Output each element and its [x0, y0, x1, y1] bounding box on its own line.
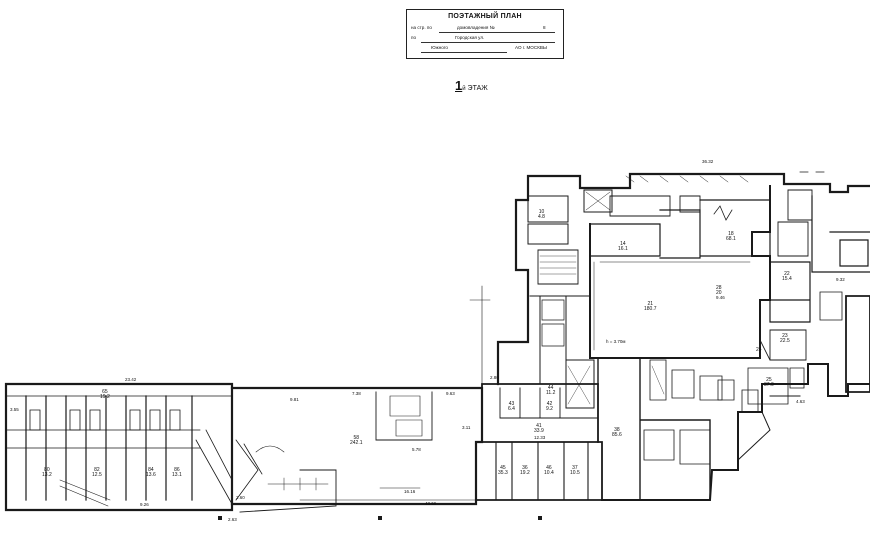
dim-top-total: 36.32 [702, 159, 714, 164]
dim-bottom-total: 43.66 [425, 501, 437, 506]
left-wing-outline [4, 382, 234, 512]
dim-3-55: 3.55 [10, 407, 19, 412]
dim-12-33: 12.33 [534, 435, 546, 440]
dim-2-80: 2.80 [490, 375, 499, 380]
stamp-line2-left: по [411, 35, 417, 40]
stamp-underline-2 [421, 42, 555, 43]
stamp-line3-right: АО г. МОСКВЫ [515, 45, 548, 50]
dim-16-16: 16.16 [404, 489, 416, 494]
dim-9-26: 9.26 [140, 502, 149, 507]
stamp-title: ПОЭТАЖНЫЙ ПЛАН [448, 13, 522, 20]
stamp-row-1: на стр. по домовладения № 8 [411, 25, 559, 30]
stamp-row-2: по Городская ул. [411, 35, 559, 40]
stamp-line1-value: 8 [543, 25, 546, 30]
stamp-underline-1 [439, 32, 555, 33]
room-label: 24 [756, 347, 762, 353]
floor-word: ЭТАЖ [467, 85, 488, 92]
dim-left-block: 23.42 [125, 377, 137, 382]
dim-9-81: 9.81 [290, 397, 299, 402]
floor-label: 1й ЭТАЖ [455, 78, 488, 93]
floor-number: 1 [455, 78, 463, 93]
dim-4-63: 4.63 [796, 399, 805, 404]
dim-2-60: 2.60 [236, 495, 245, 500]
ceiling-height: h = 3.70м [606, 339, 626, 344]
stamp-line1-left: на стр. по [411, 25, 432, 30]
dim-7-38: 7.38 [352, 391, 361, 396]
stamp-line3-value: Южного [431, 45, 448, 50]
floor-number-suffix: й [462, 86, 466, 92]
upper-block-outline [496, 172, 870, 386]
stamp-line2-value: Городская ул. [455, 35, 485, 40]
title-stamp: ПОЭТАЖНЫЙ ПЛАН на стр. по домовладения №… [406, 9, 564, 59]
datum-marker [378, 516, 382, 520]
dim-9-32: 9.32 [836, 277, 845, 282]
dim-5-78: 5.78 [412, 447, 421, 452]
stamp-underline-3 [421, 52, 507, 53]
dim-9-46: 9.46 [716, 295, 725, 300]
stamp-line1-right: домовладения № [457, 25, 495, 30]
dim-2-63: 2.63 [228, 517, 237, 522]
dim-9-63: 9.63 [446, 391, 455, 396]
dim-3-11: 3.11 [462, 425, 471, 430]
